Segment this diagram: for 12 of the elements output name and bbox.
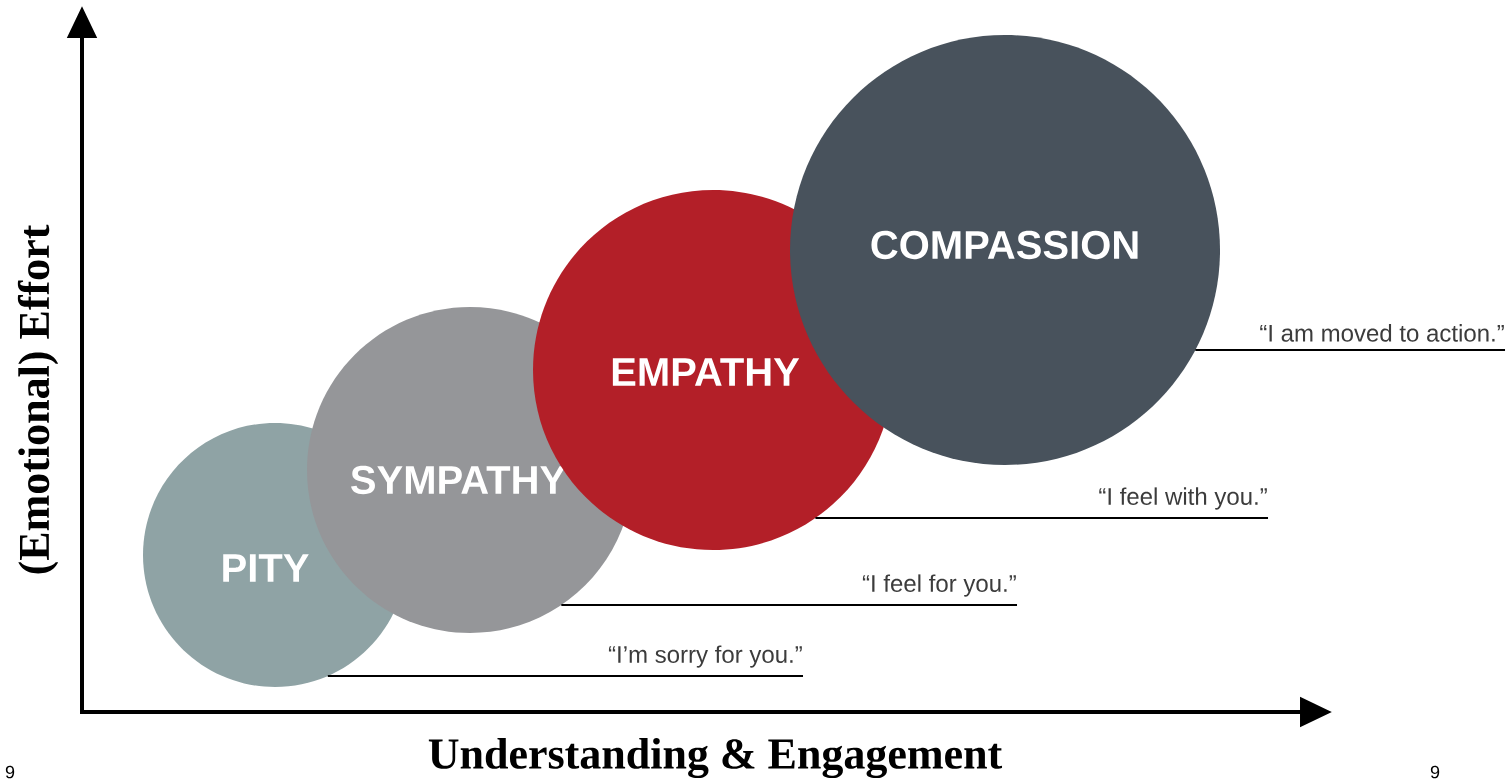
underline-connector xyxy=(561,603,1017,607)
axis-title: Understanding & Engagement xyxy=(428,737,1002,779)
axis-title: (Emotional) Effort xyxy=(17,224,59,574)
quote-text: “I’m sorry for you.” xyxy=(608,645,802,668)
quote-text: “I am moved to action.” xyxy=(1260,324,1504,342)
underline-connector xyxy=(1195,348,1505,352)
underline-connector xyxy=(815,516,1268,520)
page-number: 9 xyxy=(5,765,15,779)
quote-text: “I feel with you.” xyxy=(1099,487,1267,510)
quote-text: “I feel for you.” xyxy=(862,574,1016,597)
page-number: 9 xyxy=(1430,765,1440,779)
underline-connector xyxy=(327,674,803,678)
